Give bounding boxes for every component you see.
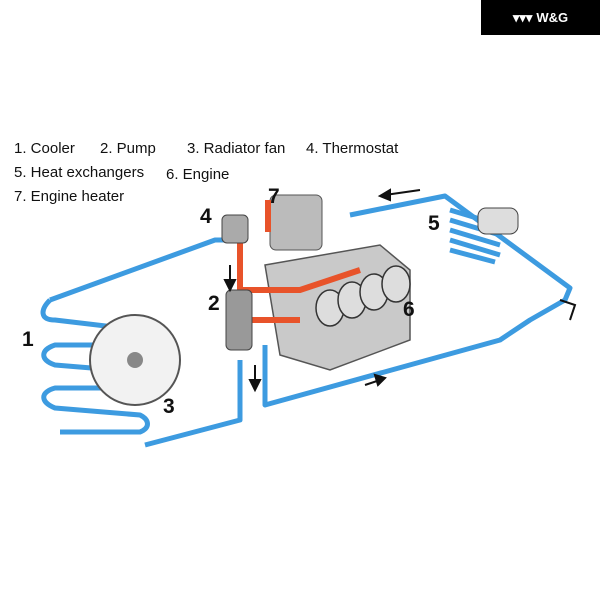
legend-engine: 6. Engine	[166, 166, 230, 183]
flow-arrows	[223, 188, 577, 393]
callout-cooler: 1	[22, 328, 34, 351]
callout-engine: 6	[403, 298, 415, 321]
heat-exchanger-coils	[449, 207, 501, 265]
radiator-fan	[89, 314, 181, 406]
pipe-return-loop	[262, 193, 573, 408]
logo-text: W&G	[536, 10, 569, 25]
legend-thermostat: 4. Thermostat	[306, 140, 399, 157]
brand-logo: ▾▾▾ W&G	[481, 0, 600, 35]
logo-mark-icon: ▾▾▾	[512, 9, 533, 25]
intake-manifold	[315, 265, 411, 327]
callout-pump: 2	[208, 292, 220, 315]
legend-radiator-fan: 3. Radiator fan	[187, 140, 286, 157]
pipe-cooler-to-pump	[144, 360, 243, 448]
heat-exchanger-blower	[477, 207, 519, 235]
thermostat	[221, 214, 249, 244]
callout-thermostat: 4	[200, 205, 212, 228]
legend-cooler: 1. Cooler	[14, 140, 75, 157]
engine-block	[264, 194, 411, 371]
legend-pump: 2. Pump	[100, 140, 156, 157]
callout-radiator-fan: 3	[163, 395, 175, 418]
legend-engine-heater: 7. Engine heater	[14, 188, 125, 205]
callout-engine-heater: 7	[268, 185, 280, 208]
legend-heat-exchangers: 5. Heat exchangers	[14, 164, 145, 181]
pump	[225, 289, 253, 351]
callout-heat-exchangers: 5	[428, 212, 440, 235]
pipe-cooler-to-thermostat	[49, 237, 240, 303]
